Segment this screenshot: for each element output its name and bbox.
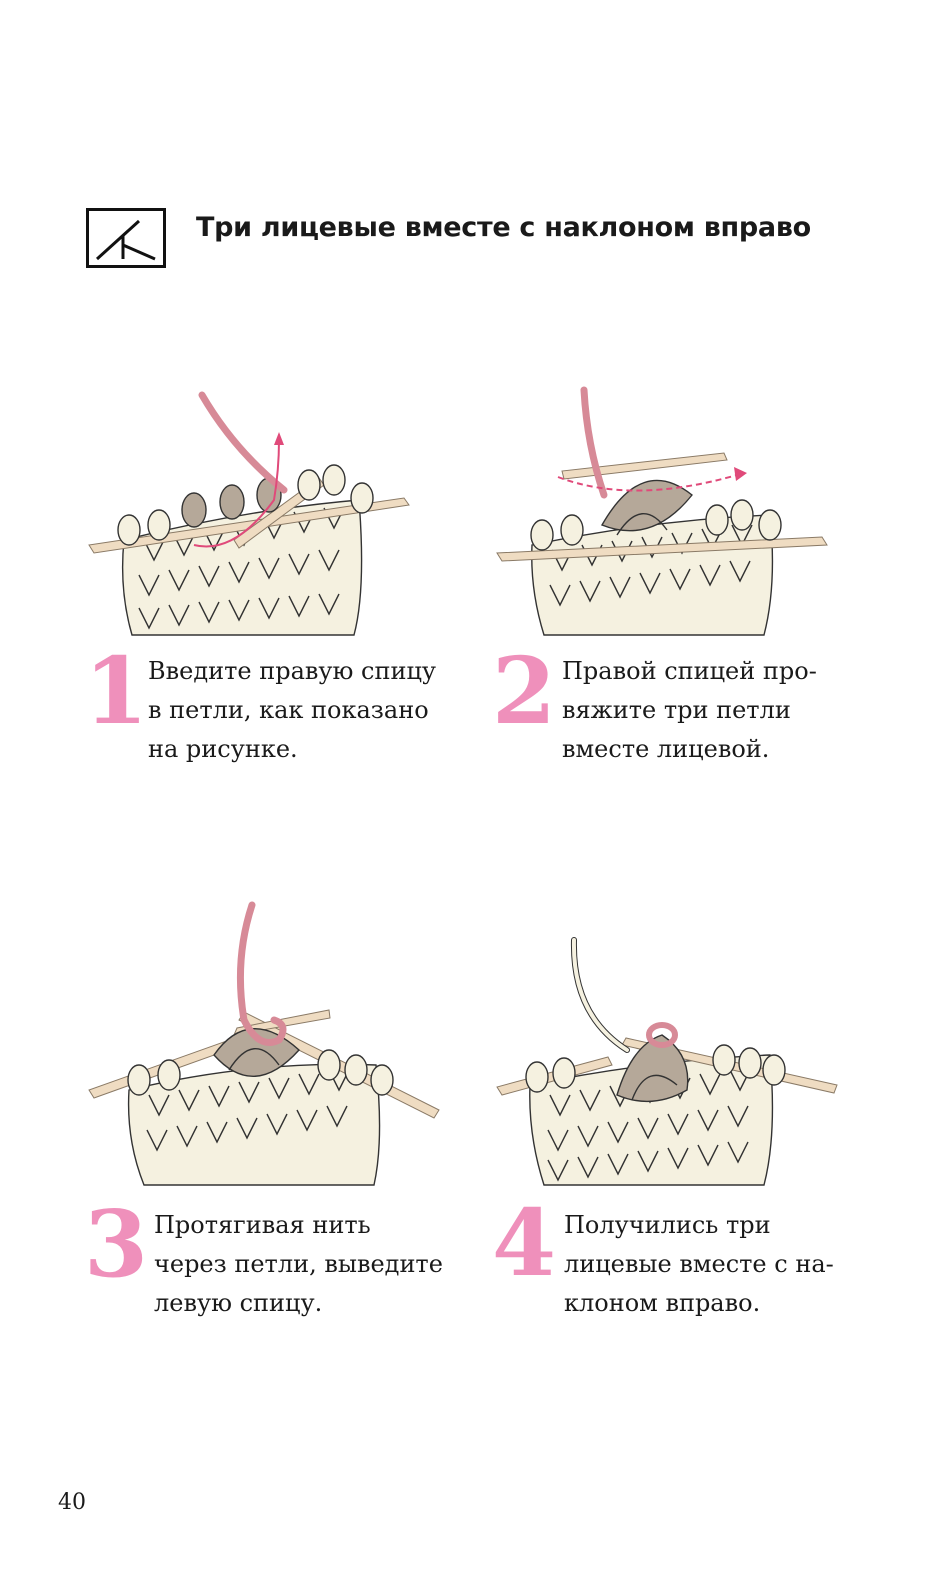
working-yarn: [580, 386, 608, 499]
step-4-number: 4: [492, 1189, 557, 1297]
knit-fabric: [127, 1063, 381, 1186]
step-2-number: 2: [492, 637, 557, 745]
step-4-line-3: клоном вправо.: [564, 1289, 761, 1317]
step-1: 1 Введите правую спицу в петли, как пока…: [84, 390, 504, 790]
step-3-text: Протягивая нить через петли, выведите ле…: [154, 1206, 443, 1323]
step-1-line-3: на рисунке.: [148, 735, 298, 763]
step-1-text: Введите правую спицу в петли, как показа…: [148, 652, 436, 769]
step-4-line-2: лицевые вместе с на-: [564, 1250, 834, 1278]
step-4-text: Получились три лицевые вместе с на- клон…: [564, 1206, 834, 1323]
step-2-line-2: вяжите три петли: [562, 696, 791, 724]
page-title: Три лицевые вместе с наклоном вправо: [196, 212, 811, 243]
step-3-line-2: через петли, выведите: [154, 1250, 443, 1278]
step-2-line-3: вместе лицевой.: [562, 735, 770, 763]
step-2-illustration: [496, 386, 828, 636]
step-1-illustration: [88, 391, 410, 636]
step-3: 3 Протягивая нить через петли, выведите …: [84, 900, 504, 1340]
working-yarn: [236, 901, 287, 1046]
step-1-line-1: Введите правую спицу: [148, 657, 437, 685]
step-3-illustration: [88, 901, 440, 1186]
step-2: 2 Правой спицей про- вяжите три петли вм…: [492, 385, 912, 785]
step-3-line-3: левую спицу.: [154, 1289, 323, 1317]
step-1-number: 1: [84, 637, 149, 745]
step-4-illustration: [496, 937, 838, 1186]
step-3-number: 3: [84, 1190, 149, 1298]
working-yarn: [198, 391, 288, 494]
needle-path-arrow: [557, 474, 738, 492]
page-number: 40: [58, 1490, 86, 1515]
new-stitch-loop: [646, 1022, 678, 1048]
step-4-line-1: Получились три: [564, 1211, 771, 1239]
step-2-line-1: Правой спицей про-: [562, 657, 817, 685]
chart-symbol-icon: [86, 208, 166, 268]
left-needle: [496, 536, 828, 562]
step-2-text: Правой спицей про- вяжите три петли вмес…: [562, 652, 817, 769]
stitch-loops: [117, 464, 374, 546]
step-3-line-1: Протягивая нить: [154, 1211, 371, 1239]
step-1-line-2: в петли, как показано: [148, 696, 429, 724]
needle-path-arrow: [193, 439, 280, 548]
left-needle: [88, 497, 410, 554]
step-4: 4 Получились три лицевые вместе с на- кл…: [492, 935, 912, 1335]
section-heading: Три лицевые вместе с наклоном вправо: [86, 208, 886, 274]
right-needle: [561, 452, 728, 480]
stitch-loops: [530, 479, 782, 551]
stitch-loops: [525, 1034, 786, 1103]
